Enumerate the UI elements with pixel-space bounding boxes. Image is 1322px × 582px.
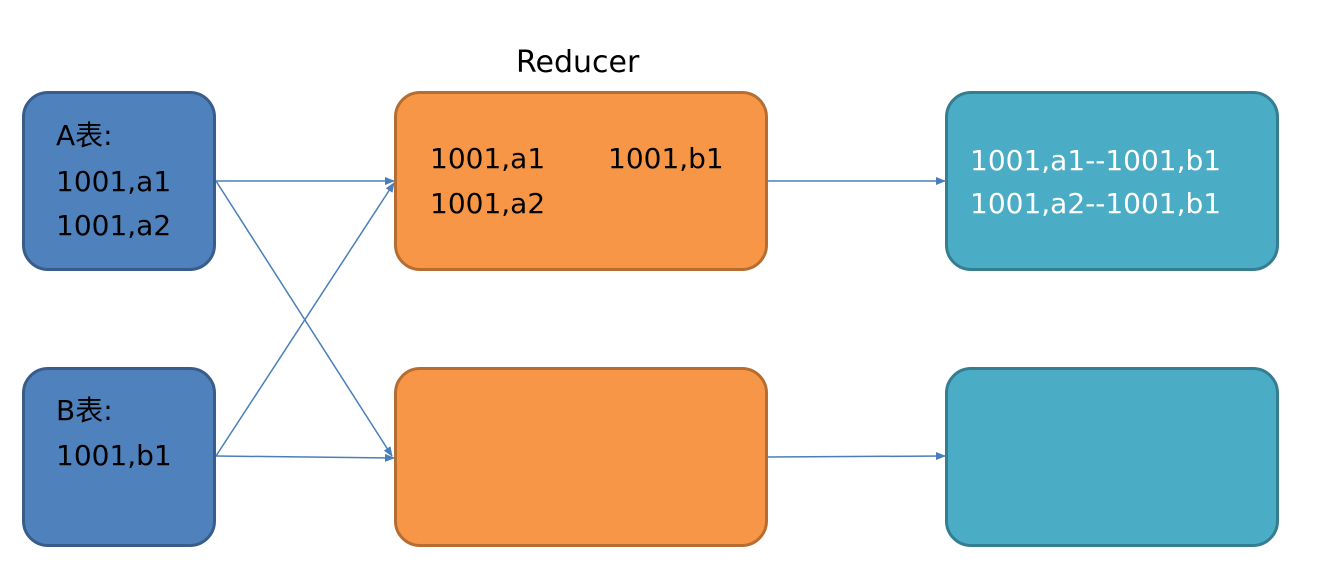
table-a-row: 1001,a2 — [56, 209, 172, 242]
reducer-top-left-row: 1001,a1 — [430, 142, 546, 175]
table-a-row: 1001,a1 — [56, 165, 172, 198]
reducer-box-top — [394, 91, 768, 271]
table-b-title: B表: — [56, 394, 113, 427]
table-a-box — [22, 91, 216, 271]
arrow-a-to-reducer-bottom — [215, 180, 393, 457]
reducer-top-right-row: 1001,b1 — [608, 142, 724, 175]
table-a-title: A表: — [56, 119, 113, 152]
table-b-box — [22, 367, 216, 547]
table-b-row: 1001,b1 — [56, 439, 172, 472]
output-box-bottom — [945, 367, 1279, 547]
reducer-top-left-row: 1001,a2 — [430, 187, 546, 220]
reducer-box-bottom — [394, 367, 768, 547]
arrow-b-to-reducer-top — [215, 182, 395, 457]
arrow-reducer-bottom-to-output-bottom — [767, 452, 946, 461]
output-top-row: 1001,a2--1001,b1 — [970, 187, 1222, 220]
reducer-title: Reducer — [516, 45, 640, 80]
output-top-row: 1001,a1--1001,b1 — [970, 144, 1222, 177]
output-box-top — [945, 91, 1279, 271]
arrow-b-to-reducer-bottom — [215, 453, 395, 462]
